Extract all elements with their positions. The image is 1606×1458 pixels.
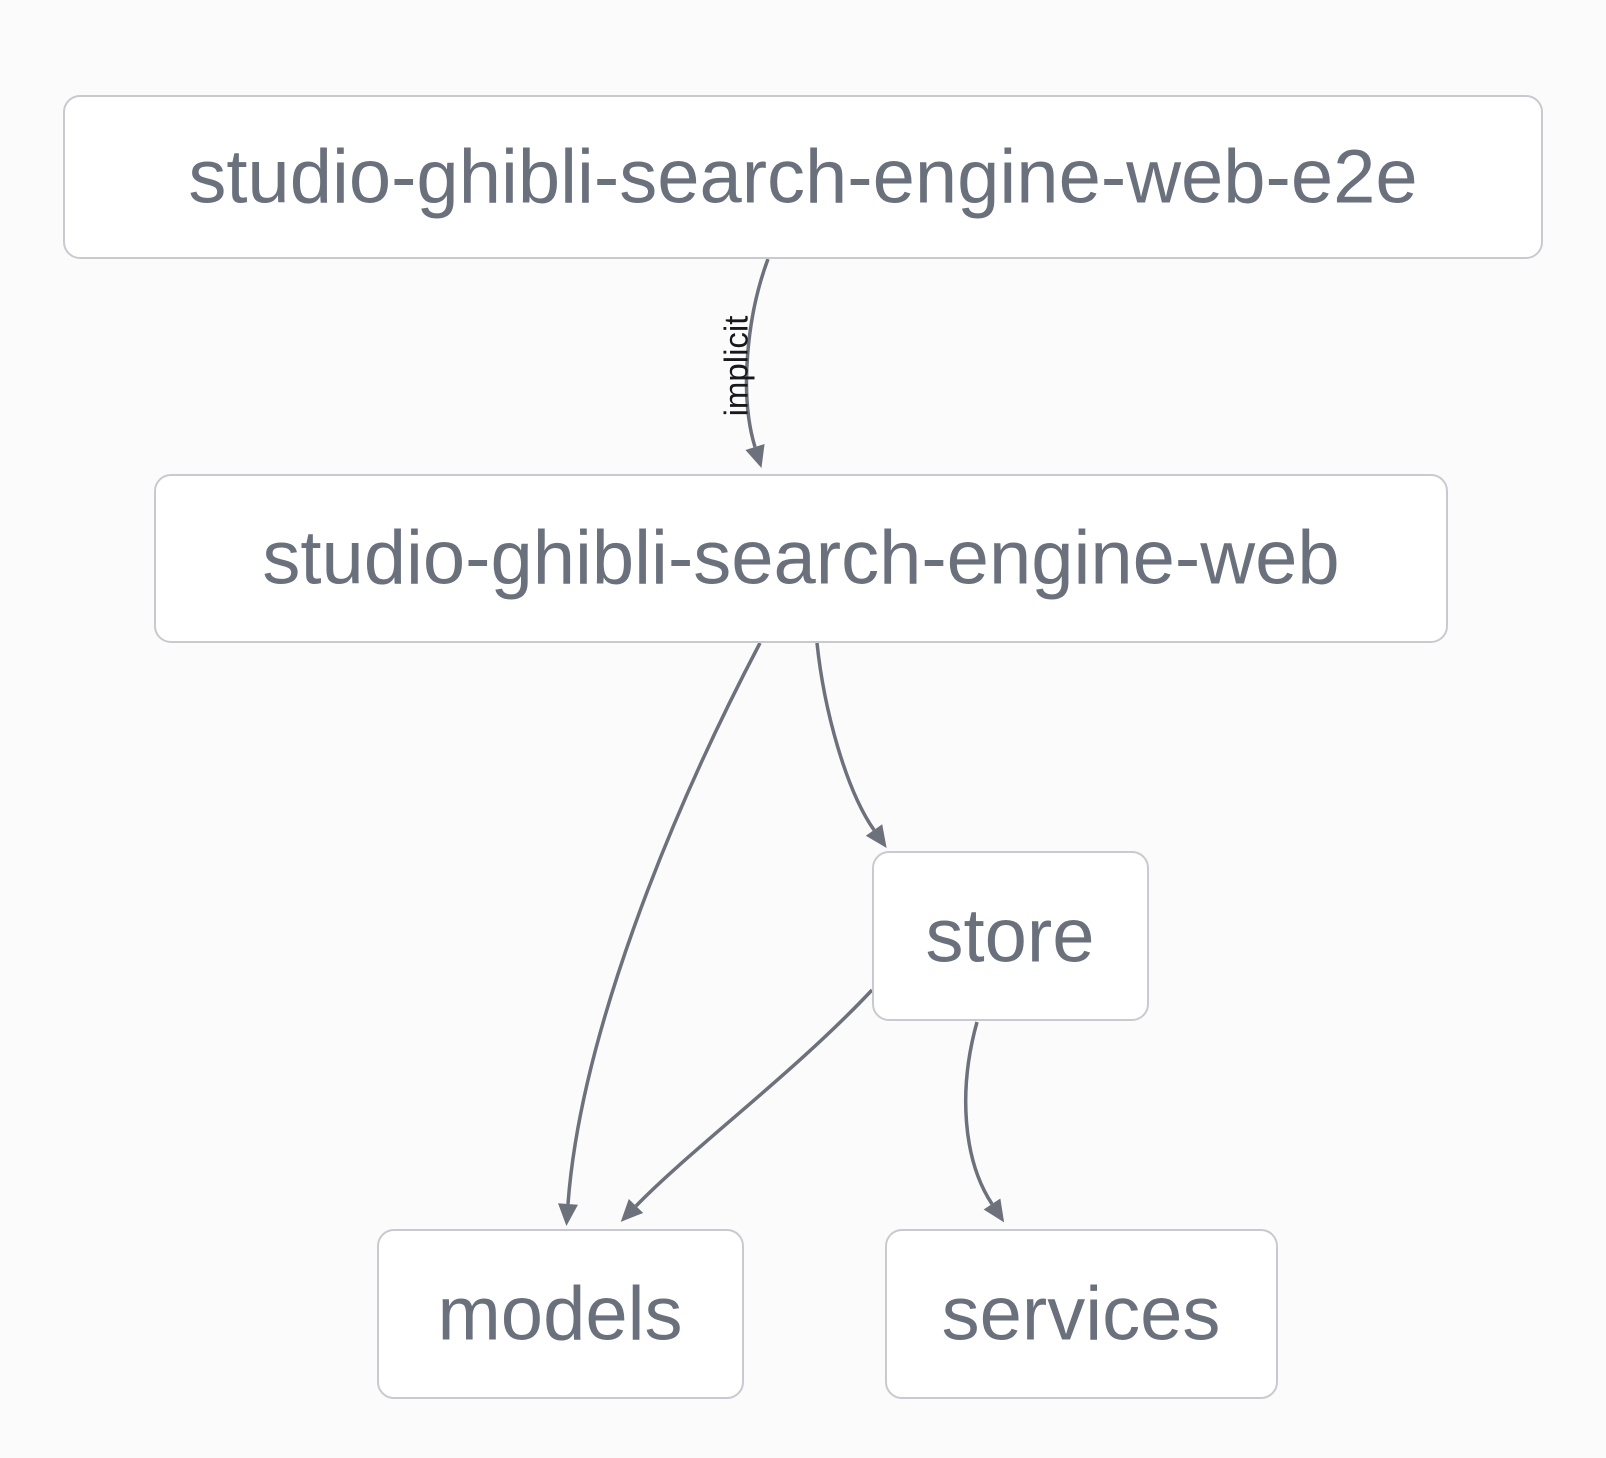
edge-e2e-to-web [744, 258, 770, 469]
node-label: store [926, 894, 1095, 979]
node-box [377, 1229, 744, 1399]
edge-web-to-store [815, 642, 887, 849]
node-box [154, 474, 1448, 643]
graph-node-services[interactable]: services [885, 1229, 1278, 1399]
node-label: services [942, 1272, 1221, 1357]
node-box [63, 95, 1543, 259]
graph-edges [558, 258, 1005, 1226]
node-label: models [438, 1272, 683, 1357]
graph-node-e2e[interactable]: studio-ghibli-search-engine-web-e2e [63, 95, 1543, 259]
edge-store-to-services [964, 1021, 1005, 1223]
graph-node-web[interactable]: studio-ghibli-search-engine-web [154, 474, 1448, 643]
node-box [872, 851, 1149, 1021]
edge-web-to-models [558, 642, 762, 1226]
node-label: studio-ghibli-search-engine-web [262, 516, 1339, 601]
node-box [885, 1229, 1278, 1399]
edge-label-implicit: implicit [718, 316, 755, 417]
graph-node-models[interactable]: models [377, 1229, 744, 1399]
graph-node-store[interactable]: store [872, 851, 1149, 1021]
edge-store-to-models [620, 988, 874, 1222]
node-label: studio-ghibli-search-engine-web-e2e [188, 135, 1417, 220]
